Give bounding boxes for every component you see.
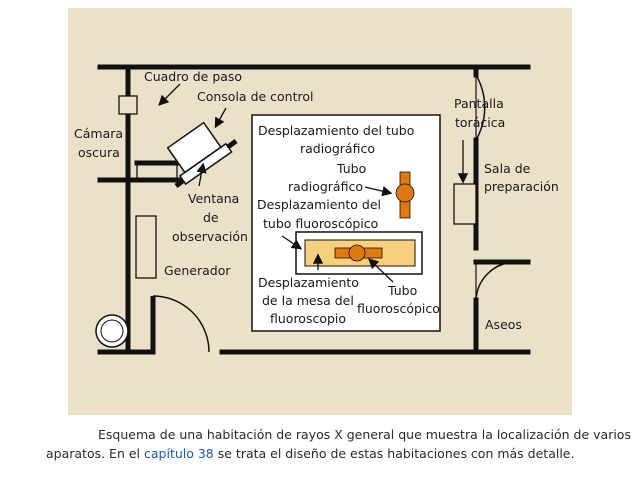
label-ventana-3: observación [172, 229, 248, 244]
door-bottom [150, 295, 210, 353]
label-generador: Generador [164, 263, 231, 278]
door-top-right [475, 74, 486, 141]
pass-box [118, 95, 138, 115]
label-desp-tubo-rad-1: Desplazamiento del tubo [258, 123, 414, 138]
arrows [158, 83, 469, 283]
label-consola-de-control: Consola de control [197, 89, 314, 104]
label-sala-2: preparación [484, 179, 559, 194]
door-aseos [475, 261, 517, 301]
label-tubo-fluo-1: Tubo [387, 283, 417, 298]
label-tubo-fluo-2: fluoroscópico [357, 301, 440, 316]
caption-text-2: se trata el diseño de estas habitaciones… [213, 446, 575, 461]
label-desp-tubo-rad-2: radiográfico [300, 141, 375, 156]
label-cuadro-de-paso: Cuadro de paso [144, 69, 242, 84]
label-desp-mesa-3: fluoroscopio [270, 311, 346, 326]
radiography-area [251, 114, 441, 332]
xray-room-diagram: Cuadro de paso Consola de control Cámara… [68, 8, 572, 415]
thoracic-screen [453, 183, 477, 225]
label-pantalla-1: Pantalla [454, 96, 504, 111]
label-desp-tubo-fluo-2: tubo fluoroscópico [263, 216, 378, 231]
round-fixture [95, 314, 129, 348]
label-pantalla-2: torácica [455, 115, 505, 130]
label-camara-oscura-1: Cámara [74, 126, 123, 141]
label-ventana-1: Ventana [188, 191, 239, 206]
figure-caption: Esquema de una habitación de rayos X gen… [46, 425, 631, 463]
caption-chapter-link[interactable]: capítulo 38 [144, 446, 214, 461]
label-ventana-2: de [203, 210, 219, 225]
radiographic-tube [395, 171, 415, 219]
label-aseos: Aseos [485, 317, 522, 332]
caption-text-1: Esquema de una habitación de rayos X gen… [46, 427, 631, 461]
label-desp-mesa-2: de la mesa del [262, 293, 354, 308]
label-desp-tubo-fluo-1: Desplazamiento del [257, 197, 381, 212]
label-desp-mesa-1: Desplazamiento [258, 275, 359, 290]
generator [135, 215, 157, 279]
label-tubo-rad-1: Tubo [336, 161, 366, 176]
label-tubo-rad-2: radiográfico [288, 179, 363, 194]
label-sala-1: Sala de [484, 161, 531, 176]
label-camara-oscura-2: oscura [78, 145, 120, 160]
fluoroscopic-tube [334, 244, 383, 262]
dark-room-cabinet [136, 162, 178, 180]
